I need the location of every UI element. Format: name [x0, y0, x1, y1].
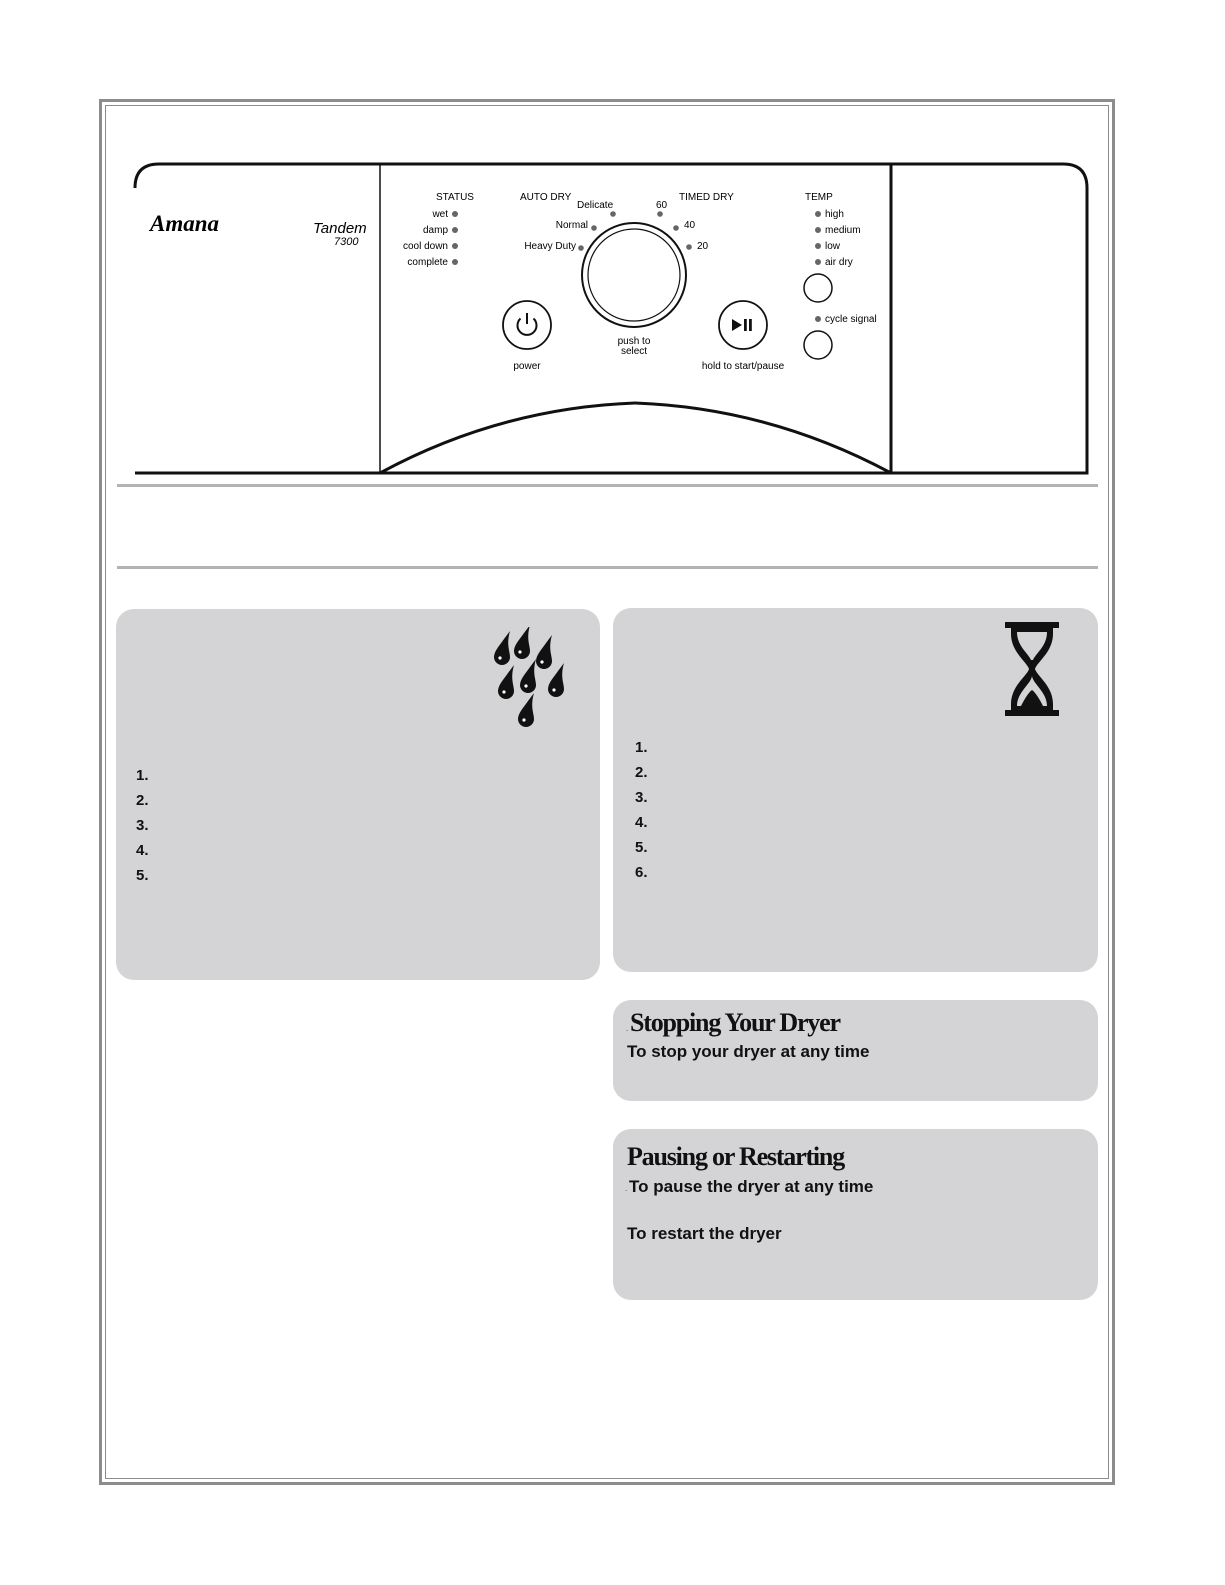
- status-cool-down-indicator: [452, 243, 458, 249]
- temp-air-dry: air dry: [825, 257, 853, 268]
- play-pause-icon: [732, 319, 752, 331]
- list-item: 3.: [635, 789, 648, 806]
- auto-dry-heading: AUTO DRY: [520, 192, 572, 203]
- list-item: 5.: [136, 867, 149, 884]
- status-damp-indicator: [452, 227, 458, 233]
- temp-medium-indicator: [815, 227, 821, 233]
- model-number: 7300: [334, 236, 359, 248]
- pause-subtitle: To pause the dryer at any time: [629, 1177, 874, 1196]
- timed-dry-heading: TIMED DRY: [679, 192, 734, 203]
- list-item: 4.: [635, 814, 648, 831]
- control-panel-illustration: Amana Tandem 7300 STATUS wet damp cool d…: [133, 162, 1089, 475]
- stopping-title: Stopping Your Dryer: [630, 1008, 841, 1037]
- auto-dry-steps: 1. 2. 3. 4. 5.: [136, 767, 149, 892]
- water-drops-icon: [494, 627, 564, 727]
- cycle-selector-knob[interactable]: [581, 222, 687, 328]
- rule-top: [117, 484, 1098, 487]
- status-complete: complete: [407, 257, 448, 268]
- timed-60-indicator: [657, 211, 663, 217]
- model-name: Tandem: [313, 220, 367, 237]
- temp-medium: medium: [825, 225, 861, 236]
- stopping-box: . Stopping Your Dryer To stop your dryer…: [613, 1000, 1098, 1101]
- list-item: 3.: [136, 817, 149, 834]
- stray-dot: .: [625, 1184, 628, 1193]
- timed-40-label: 40: [684, 220, 696, 231]
- cycle-normal-label: Normal: [556, 220, 588, 231]
- timed-60-label: 60: [656, 200, 668, 211]
- timed-dry-steps: 1. 2. 3. 4. 5. 6.: [635, 739, 648, 889]
- power-button[interactable]: [502, 300, 552, 350]
- panel-outline: [133, 162, 1089, 475]
- list-item: 1.: [136, 767, 149, 784]
- cycle-signal-indicator: [815, 316, 821, 322]
- temp-heading: TEMP: [805, 192, 833, 203]
- timed-20-label: 20: [697, 241, 709, 252]
- temp-low-indicator: [815, 243, 821, 249]
- timed-40-indicator: [673, 225, 679, 231]
- list-item: 4.: [136, 842, 149, 859]
- pausing-box: Pausing or Restarting . To pause the dry…: [613, 1129, 1098, 1300]
- start-pause-label: hold to start/pause: [702, 361, 785, 372]
- status-wet-indicator: [452, 211, 458, 217]
- list-item: 6.: [635, 864, 648, 881]
- normal-indicator: [591, 225, 597, 231]
- status-wet: wet: [431, 209, 448, 220]
- power-label: power: [513, 361, 541, 372]
- status-heading: STATUS: [436, 192, 474, 203]
- pausing-title: Pausing or Restarting: [627, 1142, 845, 1171]
- hourglass-icon: [1005, 622, 1059, 716]
- status-cool-down: cool down: [403, 241, 448, 252]
- temp-air-dry-indicator: [815, 259, 821, 265]
- brand-logo: Amana: [148, 211, 219, 236]
- list-item: 2.: [635, 764, 648, 781]
- temp-low: low: [825, 241, 841, 252]
- cycle-heavy-duty-label: Heavy Duty: [524, 241, 576, 252]
- page-border-outer: [99, 99, 1115, 1485]
- temp-high-indicator: [815, 211, 821, 217]
- power-icon: [516, 313, 538, 336]
- status-complete-indicator: [452, 259, 458, 265]
- list-item: 1.: [635, 739, 648, 756]
- page-border-inner: [105, 105, 1109, 1479]
- rule-bottom: [117, 566, 1098, 569]
- knob-label-line1: push to: [618, 336, 651, 347]
- heavy-duty-indicator: [578, 245, 584, 251]
- start-pause-button[interactable]: [718, 300, 768, 350]
- cycle-signal-label: cycle signal: [825, 314, 877, 325]
- list-item: 5.: [635, 839, 648, 856]
- timed-20-indicator: [686, 244, 692, 250]
- stray-dot: .: [626, 1024, 629, 1033]
- knob-label-line2: select: [621, 346, 647, 357]
- list-item: 2.: [136, 792, 149, 809]
- auto-dry-box: 1. 2. 3. 4. 5.: [116, 609, 600, 980]
- status-damp: damp: [423, 225, 448, 236]
- cycle-signal-button[interactable]: [803, 330, 833, 360]
- restart-subtitle: To restart the dryer: [627, 1224, 782, 1243]
- temp-button[interactable]: [803, 273, 833, 303]
- cycle-delicate-label: Delicate: [577, 200, 614, 211]
- timed-dry-box: 1. 2. 3. 4. 5. 6.: [613, 608, 1098, 972]
- temp-high: high: [825, 209, 844, 220]
- stopping-subtitle: To stop your dryer at any time: [627, 1042, 870, 1061]
- delicate-indicator: [610, 211, 616, 217]
